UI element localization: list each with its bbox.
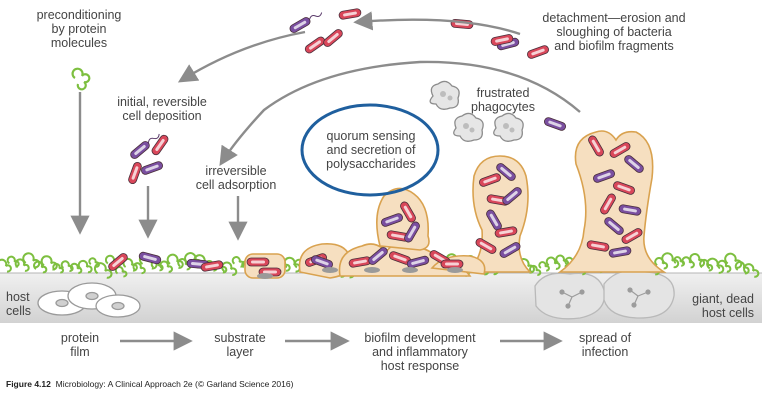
protein-molecule <box>231 256 245 268</box>
protein-molecule <box>681 256 695 269</box>
giant-dead-host-cells <box>534 269 675 320</box>
bacterium <box>588 135 604 157</box>
bacterium <box>613 181 635 195</box>
protein-molecule <box>654 256 669 270</box>
protein-molecule <box>689 253 706 267</box>
bacterium <box>624 155 644 173</box>
label-host-cells: host cells <box>6 290 32 318</box>
bacterium <box>600 193 616 215</box>
bacterium <box>368 247 388 265</box>
protein-molecule <box>0 258 12 273</box>
label-giant-dead-host-cells: giant, dead host cells <box>692 292 754 320</box>
protein-molecule <box>724 252 743 269</box>
protein-molecule <box>33 260 48 274</box>
bacterium <box>130 133 160 159</box>
protein-molecule <box>177 258 192 271</box>
bacterium <box>338 8 362 20</box>
bacterium <box>479 173 501 187</box>
stage-protein-film: protein film <box>60 331 100 359</box>
bacterium <box>311 255 333 269</box>
bacterium <box>502 187 522 205</box>
bacterium <box>494 226 518 238</box>
bacterium <box>586 240 610 252</box>
protein-molecule <box>52 263 64 274</box>
caption-figure-number: Figure 4.12 <box>6 379 51 389</box>
bacterium <box>246 257 270 267</box>
protein-molecule <box>114 266 128 278</box>
bacterium <box>348 256 372 268</box>
label-preconditioning: preconditioning by protein molecules <box>36 8 122 50</box>
protein-molecule <box>6 255 20 268</box>
protein-molecule <box>22 252 41 269</box>
protein-molecule <box>132 262 146 275</box>
protein-molecule <box>71 67 91 91</box>
protein-molecule <box>545 256 561 270</box>
bacterium <box>404 221 420 243</box>
cell-nucleus <box>402 267 418 273</box>
host-cells-group <box>37 282 141 318</box>
protein-molecule <box>529 264 542 276</box>
bacterium <box>323 29 343 47</box>
process-arrows <box>70 11 581 351</box>
stage-spread-of-infection: spread of infection <box>578 331 632 359</box>
bacterium <box>381 213 403 227</box>
label-detachment: detachment—erosion and sloughing of bact… <box>542 11 686 53</box>
protein-molecule <box>743 263 760 278</box>
bacterium <box>151 134 169 156</box>
protein-molecule <box>40 255 58 271</box>
protein-molecule <box>166 253 184 269</box>
bacterium <box>128 162 142 184</box>
cell-nucleus <box>447 267 463 273</box>
bacterium <box>499 242 521 258</box>
bacterium <box>608 246 632 258</box>
bacterium <box>138 251 162 265</box>
protein-molecule <box>93 262 113 279</box>
label-irreversible-adsorption: irreversible cell adsorption <box>195 164 277 192</box>
bacterium <box>527 45 549 59</box>
label-frustrated-phagocytes: frustrated phagocytes <box>471 86 535 114</box>
stage-substrate-layer: substrate layer <box>214 331 266 359</box>
bacterium <box>593 169 615 183</box>
protein-molecule <box>661 252 680 269</box>
protein-molecule <box>88 257 100 268</box>
bacterium <box>490 34 514 46</box>
stage-biofilm-development: biofilm development and inflammatory hos… <box>364 331 476 373</box>
bacterium <box>618 204 642 216</box>
bacterium <box>304 36 326 54</box>
bacterium <box>440 259 464 269</box>
protein-molecule <box>70 262 83 274</box>
bacterium <box>200 260 224 272</box>
cell-nucleus <box>257 273 273 279</box>
bacterium <box>400 201 416 223</box>
bacterium <box>475 238 497 254</box>
protein-molecule <box>14 258 30 272</box>
protein-molecule <box>77 259 93 274</box>
figure-caption: Figure 4.12 Microbiology: A Clinical App… <box>6 379 293 389</box>
protein-molecule <box>538 261 550 272</box>
bacterium <box>289 12 323 33</box>
bacterium <box>406 255 430 269</box>
protein-molecule <box>159 260 173 273</box>
protein-molecule <box>717 259 732 273</box>
bacterium <box>389 251 411 265</box>
bacterium <box>544 117 566 131</box>
bacterium <box>604 217 624 235</box>
bacterium <box>496 163 516 181</box>
cell-nucleus <box>364 267 380 273</box>
bacteria-layer <box>108 8 644 279</box>
caption-source: Microbiology: A Clinical Approach 2e (© … <box>55 379 294 389</box>
bacterium <box>141 161 163 175</box>
quorum-sensing-ring <box>300 103 440 197</box>
bacterium <box>609 142 631 158</box>
bacterium <box>621 228 643 244</box>
frustrated-phagocytes <box>429 80 524 142</box>
cell-nucleus <box>322 267 338 273</box>
protein-molecule <box>150 259 164 272</box>
bacterium <box>108 253 128 271</box>
label-initial-deposition: initial, reversible cell deposition <box>117 95 207 123</box>
label-quorum-sensing: quorum sensing and secretion of polysacc… <box>326 129 416 171</box>
